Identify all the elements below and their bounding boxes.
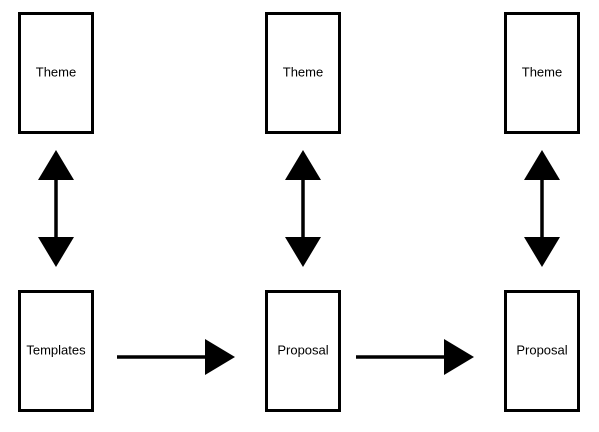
edge-theme-2-proposal-1-bidirectional-arrow xyxy=(285,150,321,267)
edge-templates-proposal-1-arrow xyxy=(117,339,235,375)
node-theme-1: Theme xyxy=(18,12,94,134)
node-proposal-1: Proposal xyxy=(265,290,341,412)
node-templates-label: Templates xyxy=(26,342,86,357)
arrow-right-head xyxy=(444,339,474,375)
edge-theme-3-proposal-2-bidirectional-arrow xyxy=(524,150,560,267)
arrow-right-head xyxy=(205,339,235,375)
edge-proposal-1-proposal-2-arrow xyxy=(356,339,474,375)
node-theme-2: Theme xyxy=(265,12,341,134)
node-proposal-1-label: Proposal xyxy=(277,342,328,357)
node-templates: Templates xyxy=(18,290,94,412)
node-proposal-2-label: Proposal xyxy=(516,342,567,357)
arrow-down-head xyxy=(524,237,560,267)
arrow-down-head xyxy=(285,237,321,267)
node-theme-2-label: Theme xyxy=(283,64,323,79)
arrow-up-head xyxy=(524,150,560,180)
node-theme-3: Theme xyxy=(504,12,580,134)
node-theme-1-label: Theme xyxy=(36,64,76,79)
edge-theme-1-templates-bidirectional-arrow xyxy=(38,150,74,267)
arrow-up-head xyxy=(285,150,321,180)
node-proposal-2: Proposal xyxy=(504,290,580,412)
arrow-up-head xyxy=(38,150,74,180)
arrow-down-head xyxy=(38,237,74,267)
node-theme-3-label: Theme xyxy=(522,64,562,79)
